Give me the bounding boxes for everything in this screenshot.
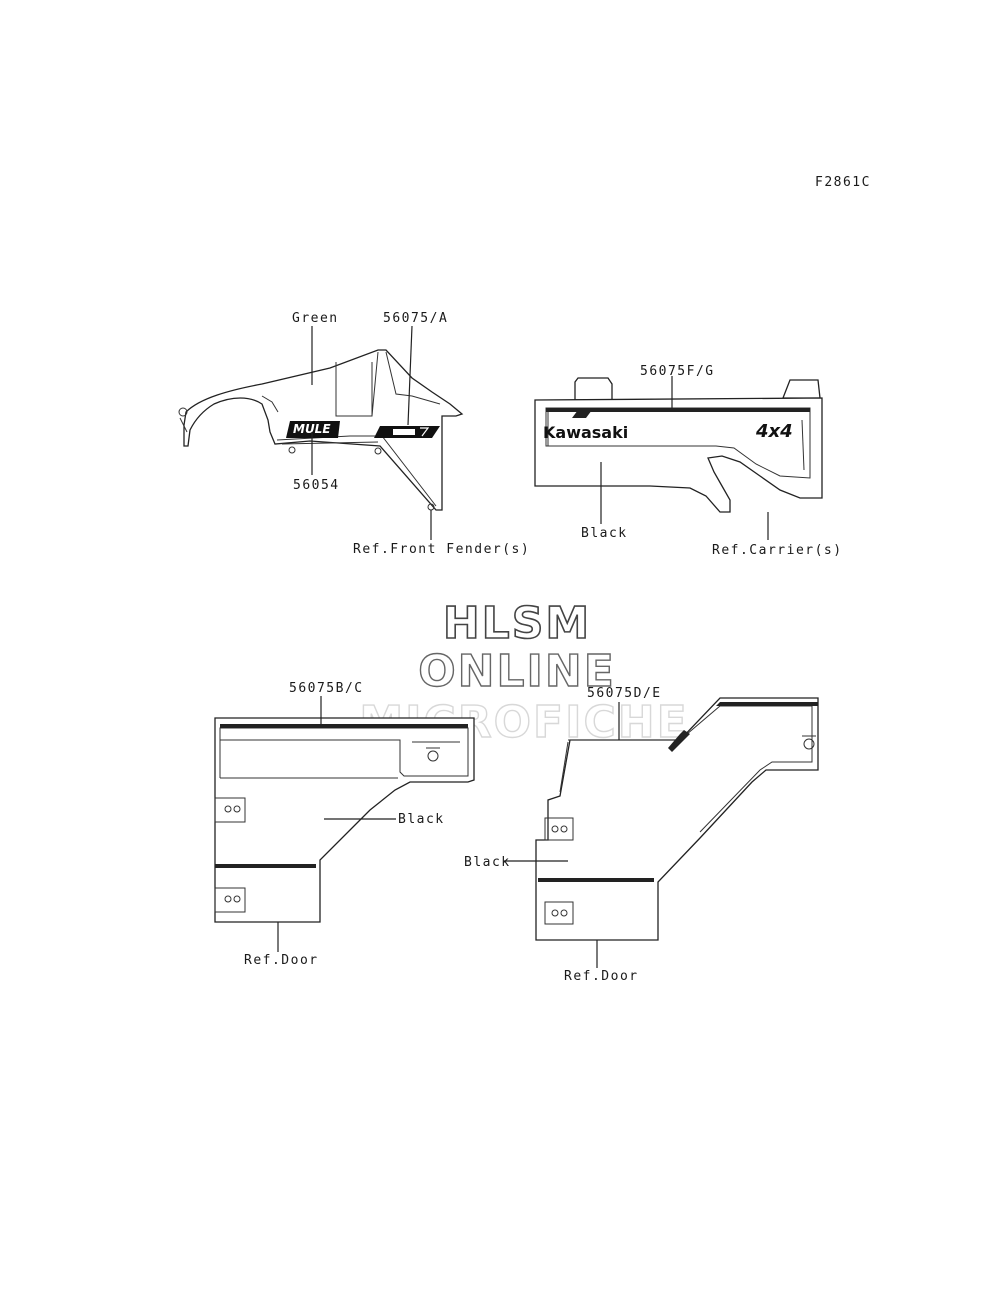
mule-decal: MULE: [286, 421, 340, 438]
carrier-stripe: [546, 408, 810, 412]
label-green: Green: [292, 311, 339, 326]
kawasaki-decal: Kawasaki: [543, 423, 628, 442]
carrier-illustration: Kawasaki 4x4: [534, 377, 823, 513]
label-56075de: 56075D/E: [587, 686, 662, 701]
label-ref-carrier: Ref.Carrier(s): [712, 543, 843, 558]
mule-decal-text: MULE: [293, 422, 331, 436]
figure-code: F2861C: [815, 175, 871, 190]
label-ref-door-right: Ref.Door: [564, 969, 639, 984]
label-left-door-black: Black: [398, 812, 445, 827]
label-56075a: 56075/A: [383, 311, 448, 326]
label-right-door-black: Black: [464, 855, 511, 870]
label-56054: 56054: [293, 478, 340, 493]
4x4-decal: 4x4: [755, 421, 793, 442]
leader-56075a: [407, 325, 413, 426]
left-door-illustration: [214, 717, 475, 923]
label-ref-front-fender: Ref.Front Fender(s): [353, 542, 530, 557]
label-56075bc: 56075B/C: [289, 681, 364, 696]
label-56075fg: 56075F/G: [640, 364, 715, 379]
label-ref-door-left: Ref.Door: [244, 953, 319, 968]
label-carrier-black: Black: [581, 526, 628, 541]
watermark-line2: ONLINE: [418, 646, 616, 697]
emblem-decal: [374, 426, 440, 438]
watermark-line1: HLSM: [443, 598, 591, 649]
front-fender-illustration: MULE: [178, 349, 464, 511]
